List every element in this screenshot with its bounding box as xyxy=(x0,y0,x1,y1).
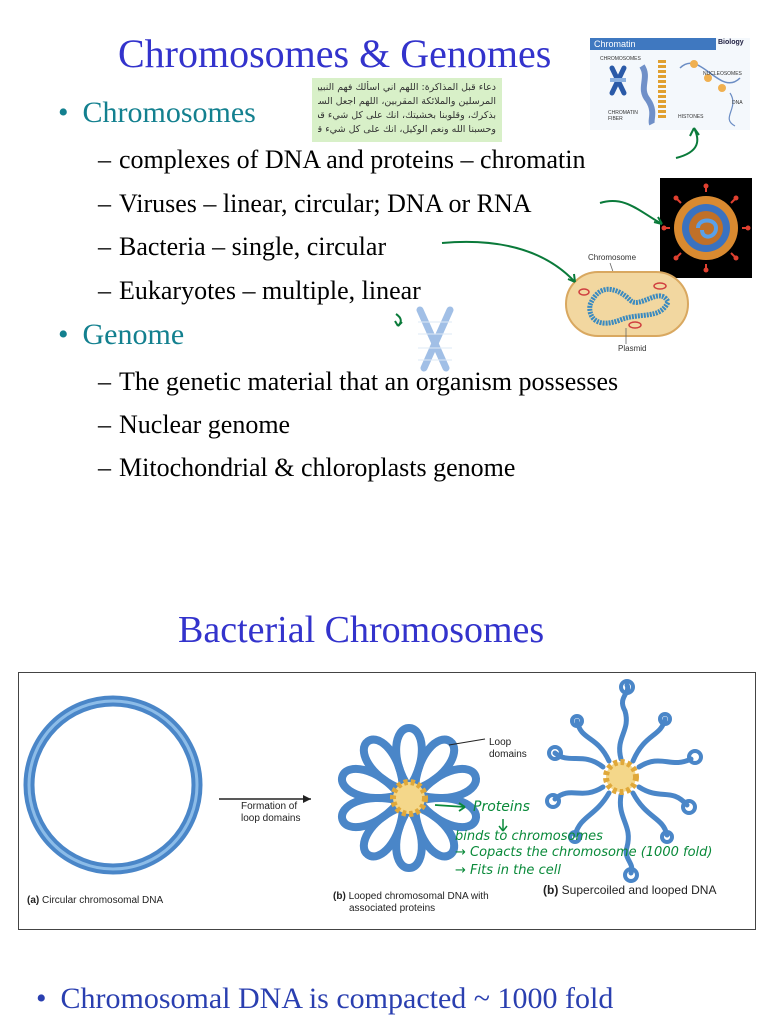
label-histones: HISTONES xyxy=(678,114,704,120)
bullet-dot: • xyxy=(58,96,69,129)
arabic-line: المرسلين والملائكة المقربين، اللهم اجعل … xyxy=(318,96,496,107)
dash: – xyxy=(98,232,111,261)
label-nucleosomes: NUCLEOSOMES xyxy=(703,71,742,77)
dash: – xyxy=(98,367,111,396)
chromatin-figure: Chromatin Biology CHROMOSOMES NUCLEOSOME… xyxy=(590,38,750,130)
label-chromatin-fiber: CHROMATIN FIBER xyxy=(608,110,638,122)
sub-text: Nuclear genome xyxy=(119,410,291,439)
arabic-line: بذكرك، وقلوبنا بخشيتك، انك على كل شيء قد… xyxy=(318,110,496,121)
brand-label: Biology xyxy=(718,39,744,46)
handwritten-proteins: Proteins xyxy=(473,799,530,815)
sub-bullet-genetic-material: –The genetic material that an organism p… xyxy=(98,367,618,397)
label-plasmid: Plasmid xyxy=(618,344,647,353)
caption-text: Looped chromosomal DNA with xyxy=(348,891,489,902)
arabic-line: دعاء قبل المذاكرة: اللهم اني اسألك فهم ا… xyxy=(318,82,496,93)
slide-title: Chromosomes & Genomes xyxy=(118,31,552,76)
caption-b: (b) Looped chromosomal DNA with associat… xyxy=(333,891,489,915)
loop-domains-label: Loop domains xyxy=(489,737,527,761)
dash: – xyxy=(98,410,111,439)
sub-text: Bacteria – single, circular xyxy=(119,232,387,261)
bacterium-image: Chromosome Plasmid xyxy=(560,250,692,360)
chromatin-header: Chromatin xyxy=(590,38,716,50)
sub-text: complexes of DNA and proteins – chromati… xyxy=(119,145,586,174)
handwritten-compacts: → Copacts the chromosome (1000 fold) xyxy=(455,845,713,860)
handwritten-fits: → Fits in the cell xyxy=(455,863,561,878)
arabic-line: وحسبنا الله ونعم الوكيل، انك على كل شيء … xyxy=(318,124,496,135)
arabic-note: دعاء قبل المذاكرة: اللهم اني اسألك فهم ا… xyxy=(312,78,502,142)
bullet-dot: • xyxy=(58,318,69,351)
sub-bullet-bacteria: –Bacteria – single, circular xyxy=(98,232,386,262)
sub-bullet-viruses: –Viruses – linear, circular; DNA or RNA xyxy=(98,189,532,219)
arrow-label-line: loop domains xyxy=(241,813,301,824)
bullet-chromosomes: • Chromosomes xyxy=(58,96,256,130)
sub-text: Viruses – linear, circular; DNA or RNA xyxy=(119,189,532,218)
handwritten-binds: binds to chromosomes xyxy=(455,829,603,844)
virus-illustration xyxy=(661,183,751,273)
sub-bullet-nuclear: –Nuclear genome xyxy=(98,410,290,440)
eukaryote-chromosome-image xyxy=(394,306,454,372)
loop-domain-figure: Formation of loop domains Loop domains P… xyxy=(18,672,756,930)
virus-image xyxy=(660,178,752,278)
label-chromosome: Chromosome xyxy=(588,253,637,262)
caption-text: Supercoiled and looped DNA xyxy=(561,883,717,897)
caption-letter: (b) xyxy=(543,883,559,897)
slide2-title: Bacterial Chromosomes xyxy=(178,609,545,651)
bacterium-illustration xyxy=(565,262,689,344)
arrow-label-line: Formation of xyxy=(241,801,298,812)
caption-c: (b) Supercoiled and looped DNA xyxy=(543,883,716,897)
label-dna: DNA xyxy=(732,100,743,106)
loop-label-line: Loop xyxy=(489,737,512,748)
sub-bullet-eukaryotes: –Eukaryotes – multiple, linear xyxy=(98,276,421,306)
caption-letter: (a) xyxy=(27,895,40,906)
arrow-label: Formation of loop domains xyxy=(241,801,300,825)
sub-text: Mitochondrial & chloroplasts genome xyxy=(119,453,516,482)
dash: – xyxy=(98,276,111,305)
sub-text: Eukaryotes – multiple, linear xyxy=(119,276,421,305)
caption-letter: (b) xyxy=(333,891,346,902)
caption-text: Circular chromosomal DNA xyxy=(42,895,164,906)
bullet-text: Chromosomal DNA is compacted ~ 1000 fold xyxy=(60,982,614,1015)
caption-a: (a) Circular chromosomal DNA xyxy=(27,895,163,906)
caption-text: associated proteins xyxy=(349,903,436,914)
bullet-dot: • xyxy=(36,982,47,1015)
dash: – xyxy=(98,189,111,218)
bullet-text: Genome xyxy=(82,318,185,351)
sub-text: The genetic material that an organism po… xyxy=(119,367,619,396)
loop-domain-illustration xyxy=(23,679,703,883)
chromatin-illustration xyxy=(609,60,741,127)
loop-label-line: domains xyxy=(489,749,527,760)
bottom-bullet: • Chromosomal DNA is compacted ~ 1000 fol… xyxy=(36,982,613,1016)
sub-bullet-chromatin: –complexes of DNA and proteins – chromat… xyxy=(98,145,585,175)
dash: – xyxy=(98,145,111,174)
dash: – xyxy=(98,453,111,482)
sub-bullet-mito: –Mitochondrial & chloroplasts genome xyxy=(98,453,515,483)
bullet-genome: • Genome xyxy=(58,318,184,352)
label-chromosomes: CHROMOSOMES xyxy=(600,56,641,62)
bullet-text: Chromosomes xyxy=(82,96,256,129)
